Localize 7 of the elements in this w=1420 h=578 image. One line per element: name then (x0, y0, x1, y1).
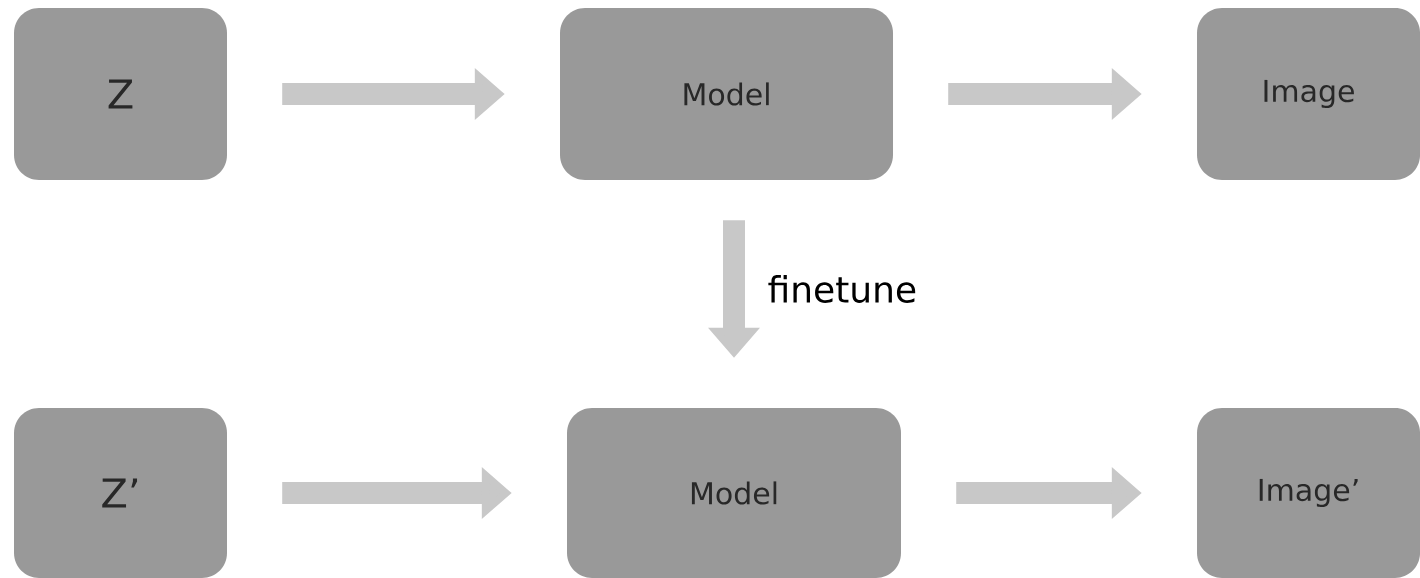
process-box: Model (567, 408, 901, 578)
process-box: Image (1197, 8, 1420, 180)
edge-label: finetune (768, 275, 916, 303)
process-box: Image’ (1197, 408, 1420, 578)
process-box: Model (560, 8, 893, 180)
process-box: Z’ (14, 408, 227, 578)
process-box: Z (14, 8, 227, 180)
